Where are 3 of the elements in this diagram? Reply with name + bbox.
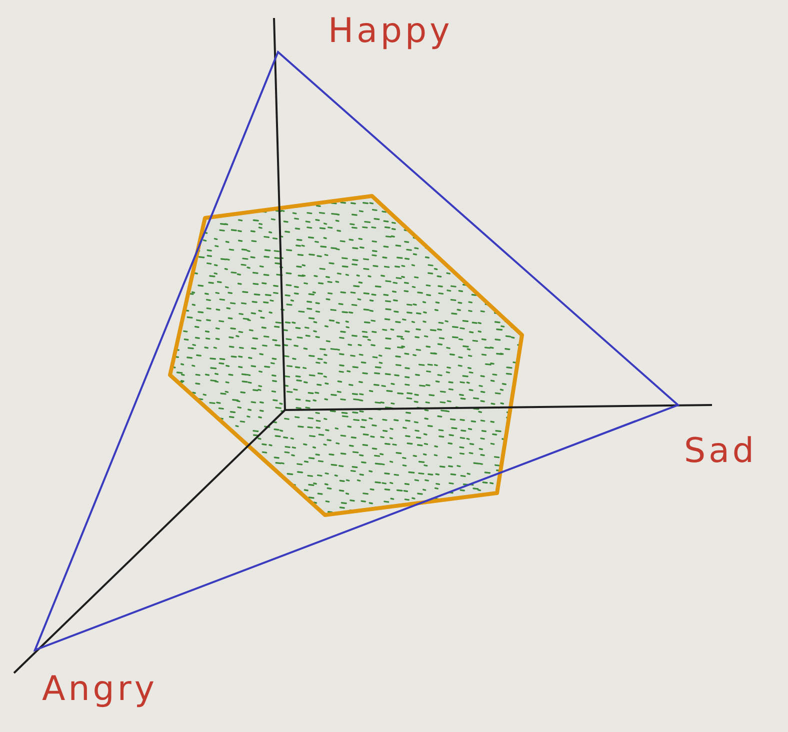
axis-label: Happy (328, 14, 453, 48)
axis-label: Angry (42, 672, 158, 706)
axis-label: Sad (684, 434, 757, 468)
